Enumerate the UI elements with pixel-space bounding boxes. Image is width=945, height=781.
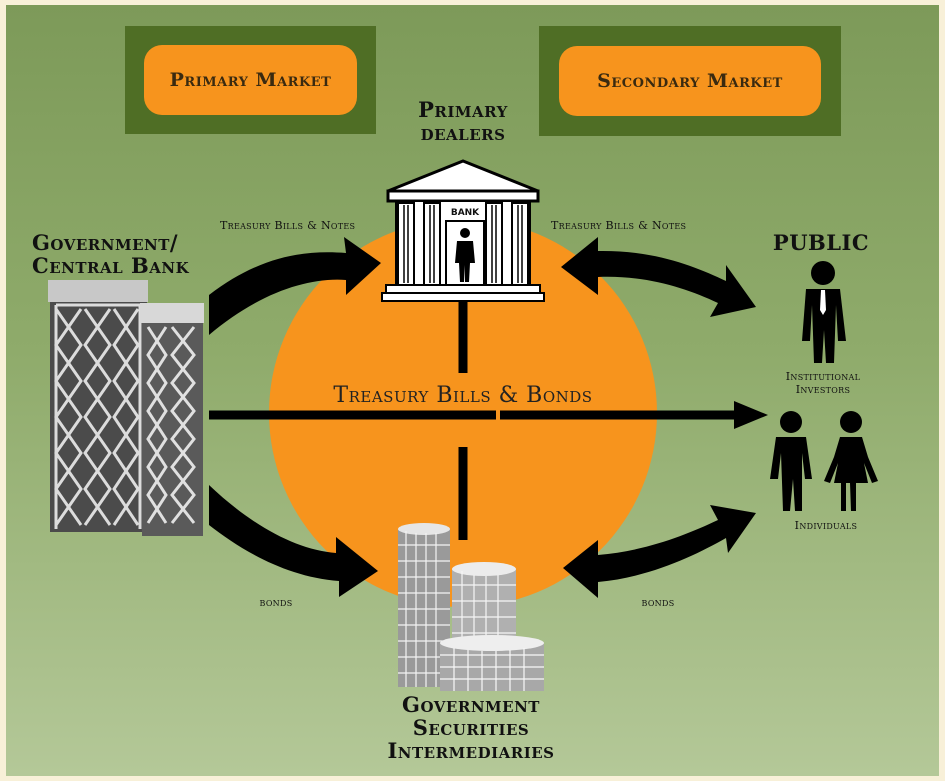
primary-market-box: Primary Market	[125, 26, 376, 134]
secondary-market-label: Secondary Market	[559, 46, 821, 116]
flow-label-center: Treasury Bills & Bonds	[306, 383, 620, 408]
flow-label-gov-to-dealers: Treasury Bills & Notes	[220, 219, 356, 232]
intermediaries-line-2: Securities	[412, 715, 530, 740]
primary-dealers-title: Primary dealers	[403, 98, 523, 144]
primary-dealers-line-2: dealers	[420, 120, 506, 145]
arrow-dealers-public	[561, 237, 756, 317]
primary-dealers-line-1: Primary	[418, 97, 508, 122]
primary-market-label: Primary Market	[144, 45, 357, 115]
government-title: Government/ Central Bank	[32, 231, 247, 277]
individuals-label: Individuals	[794, 519, 858, 532]
businessman-icon	[802, 261, 846, 363]
intermediaries-title: Government Securities Intermediaries	[361, 693, 581, 762]
skyscraper-icon	[48, 280, 204, 536]
cylinder-towers-icon	[398, 523, 544, 691]
flow-label-dealers-public: Treasury Bills & Notes	[551, 219, 687, 232]
arrow-gov-to-dealers	[209, 237, 381, 335]
government-line-2: Central Bank	[32, 253, 190, 278]
flow-label-intermediaries-public: bonds	[641, 596, 675, 609]
institutional-investors-label: Institutional Investors	[758, 370, 888, 396]
arrow-gov-to-intermediaries	[209, 485, 378, 597]
intermediaries-line-3: Intermediaries	[387, 738, 555, 763]
institutional-line-2: Investors	[795, 383, 851, 396]
man-icon	[770, 411, 812, 511]
institutional-line-1: Institutional	[785, 370, 861, 383]
government-line-1: Government/	[32, 230, 179, 255]
arrow-intermediaries-public	[563, 505, 756, 598]
diagram-canvas: Primary Market Secondary Market Primary …	[6, 5, 939, 776]
bank-sign: BANK	[450, 208, 480, 218]
diagram-artwork	[48, 159, 878, 691]
intermediaries-line-1: Government	[402, 692, 540, 717]
bank-icon	[381, 159, 545, 302]
secondary-market-box: Secondary Market	[539, 26, 841, 136]
arrow-center-to-public	[500, 401, 768, 429]
woman-icon	[824, 411, 878, 511]
public-title: PUBLIC	[772, 230, 870, 255]
flow-label-gov-to-intermediaries: bonds	[259, 596, 293, 609]
